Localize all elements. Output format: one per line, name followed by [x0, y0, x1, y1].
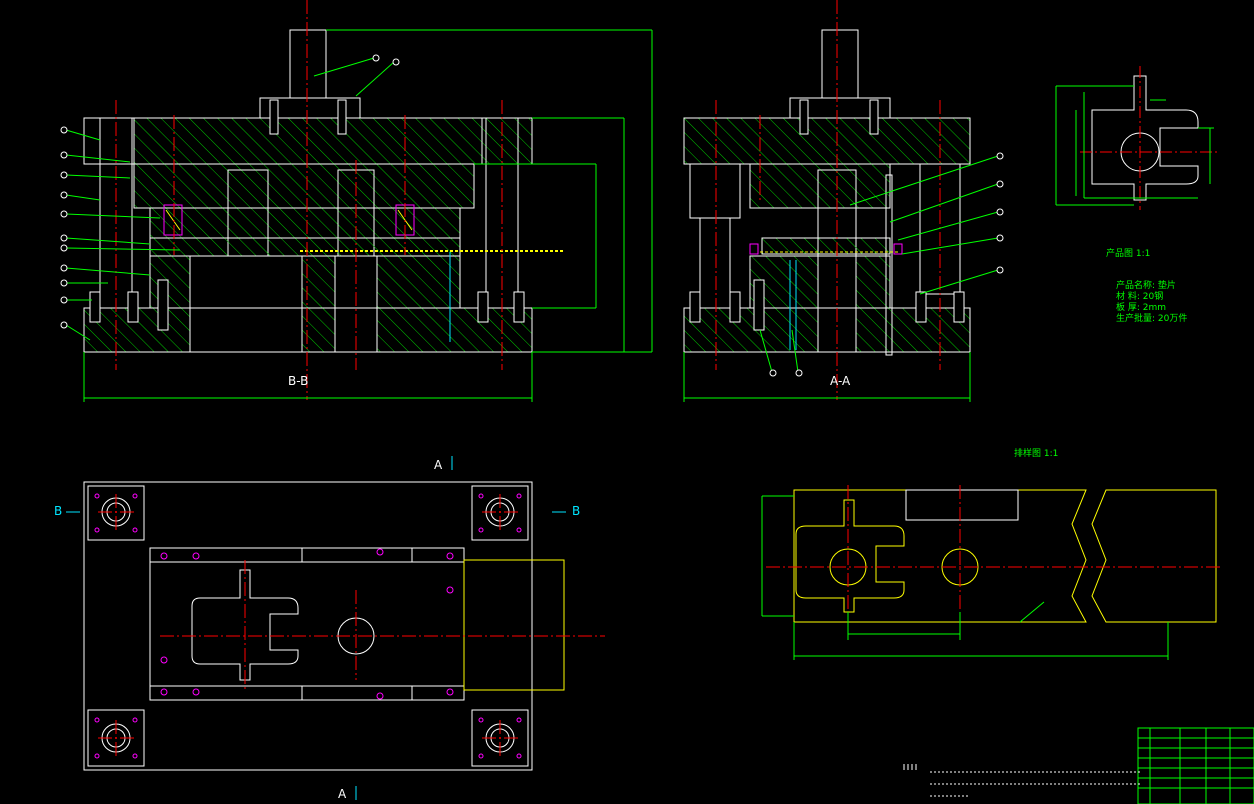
plan-view	[83, 481, 533, 771]
product-info-material: 材 料: 20钢	[1116, 292, 1164, 302]
section-aa-details	[749, 243, 903, 350]
plan-view-screws	[94, 493, 522, 759]
section-bb-strip	[300, 250, 565, 342]
product-drawing-title: 产品图 1:1	[1106, 249, 1151, 259]
title-block	[1137, 727, 1254, 804]
product-part	[1091, 75, 1199, 201]
plan-view-centerlines	[98, 494, 605, 756]
cut-mark-a-top: A	[434, 458, 443, 472]
technical-notes	[903, 764, 1140, 797]
section-bb-dimensions	[65, 29, 653, 402]
product-info-name: 产品名称: 垫片	[1116, 281, 1176, 291]
section-aa-view	[683, 29, 971, 356]
section-bb-balloons	[60, 54, 400, 329]
strip-layout	[793, 489, 1217, 623]
strip-layout-dimensions	[761, 495, 1169, 660]
product-info-thickness: 板 厚: 2mm	[1116, 303, 1167, 313]
strip-layout-title: 排样图 1:1	[1014, 449, 1059, 459]
section-bb-label: B-B	[288, 374, 309, 388]
product-dimensions	[1055, 85, 1214, 206]
section-aa-label: A-A	[830, 374, 851, 388]
cut-mark-b-right: B	[572, 504, 581, 518]
cut-mark-b-left: B	[54, 504, 63, 518]
strip-layout-centerlines	[766, 485, 1220, 640]
product-info-batch: 生产批量: 20万件	[1116, 314, 1188, 324]
section-aa-dimensions	[683, 155, 999, 402]
section-aa-centerlines	[715, 0, 941, 400]
section-cut-marks	[66, 456, 566, 800]
section-bb-centerlines	[115, 0, 503, 400]
cut-mark-a-bottom: A	[338, 787, 347, 801]
section-bb-view	[83, 29, 533, 353]
plan-view-strip	[463, 559, 565, 691]
product-centerlines	[1080, 66, 1220, 210]
section-aa-balloons	[769, 152, 1004, 377]
